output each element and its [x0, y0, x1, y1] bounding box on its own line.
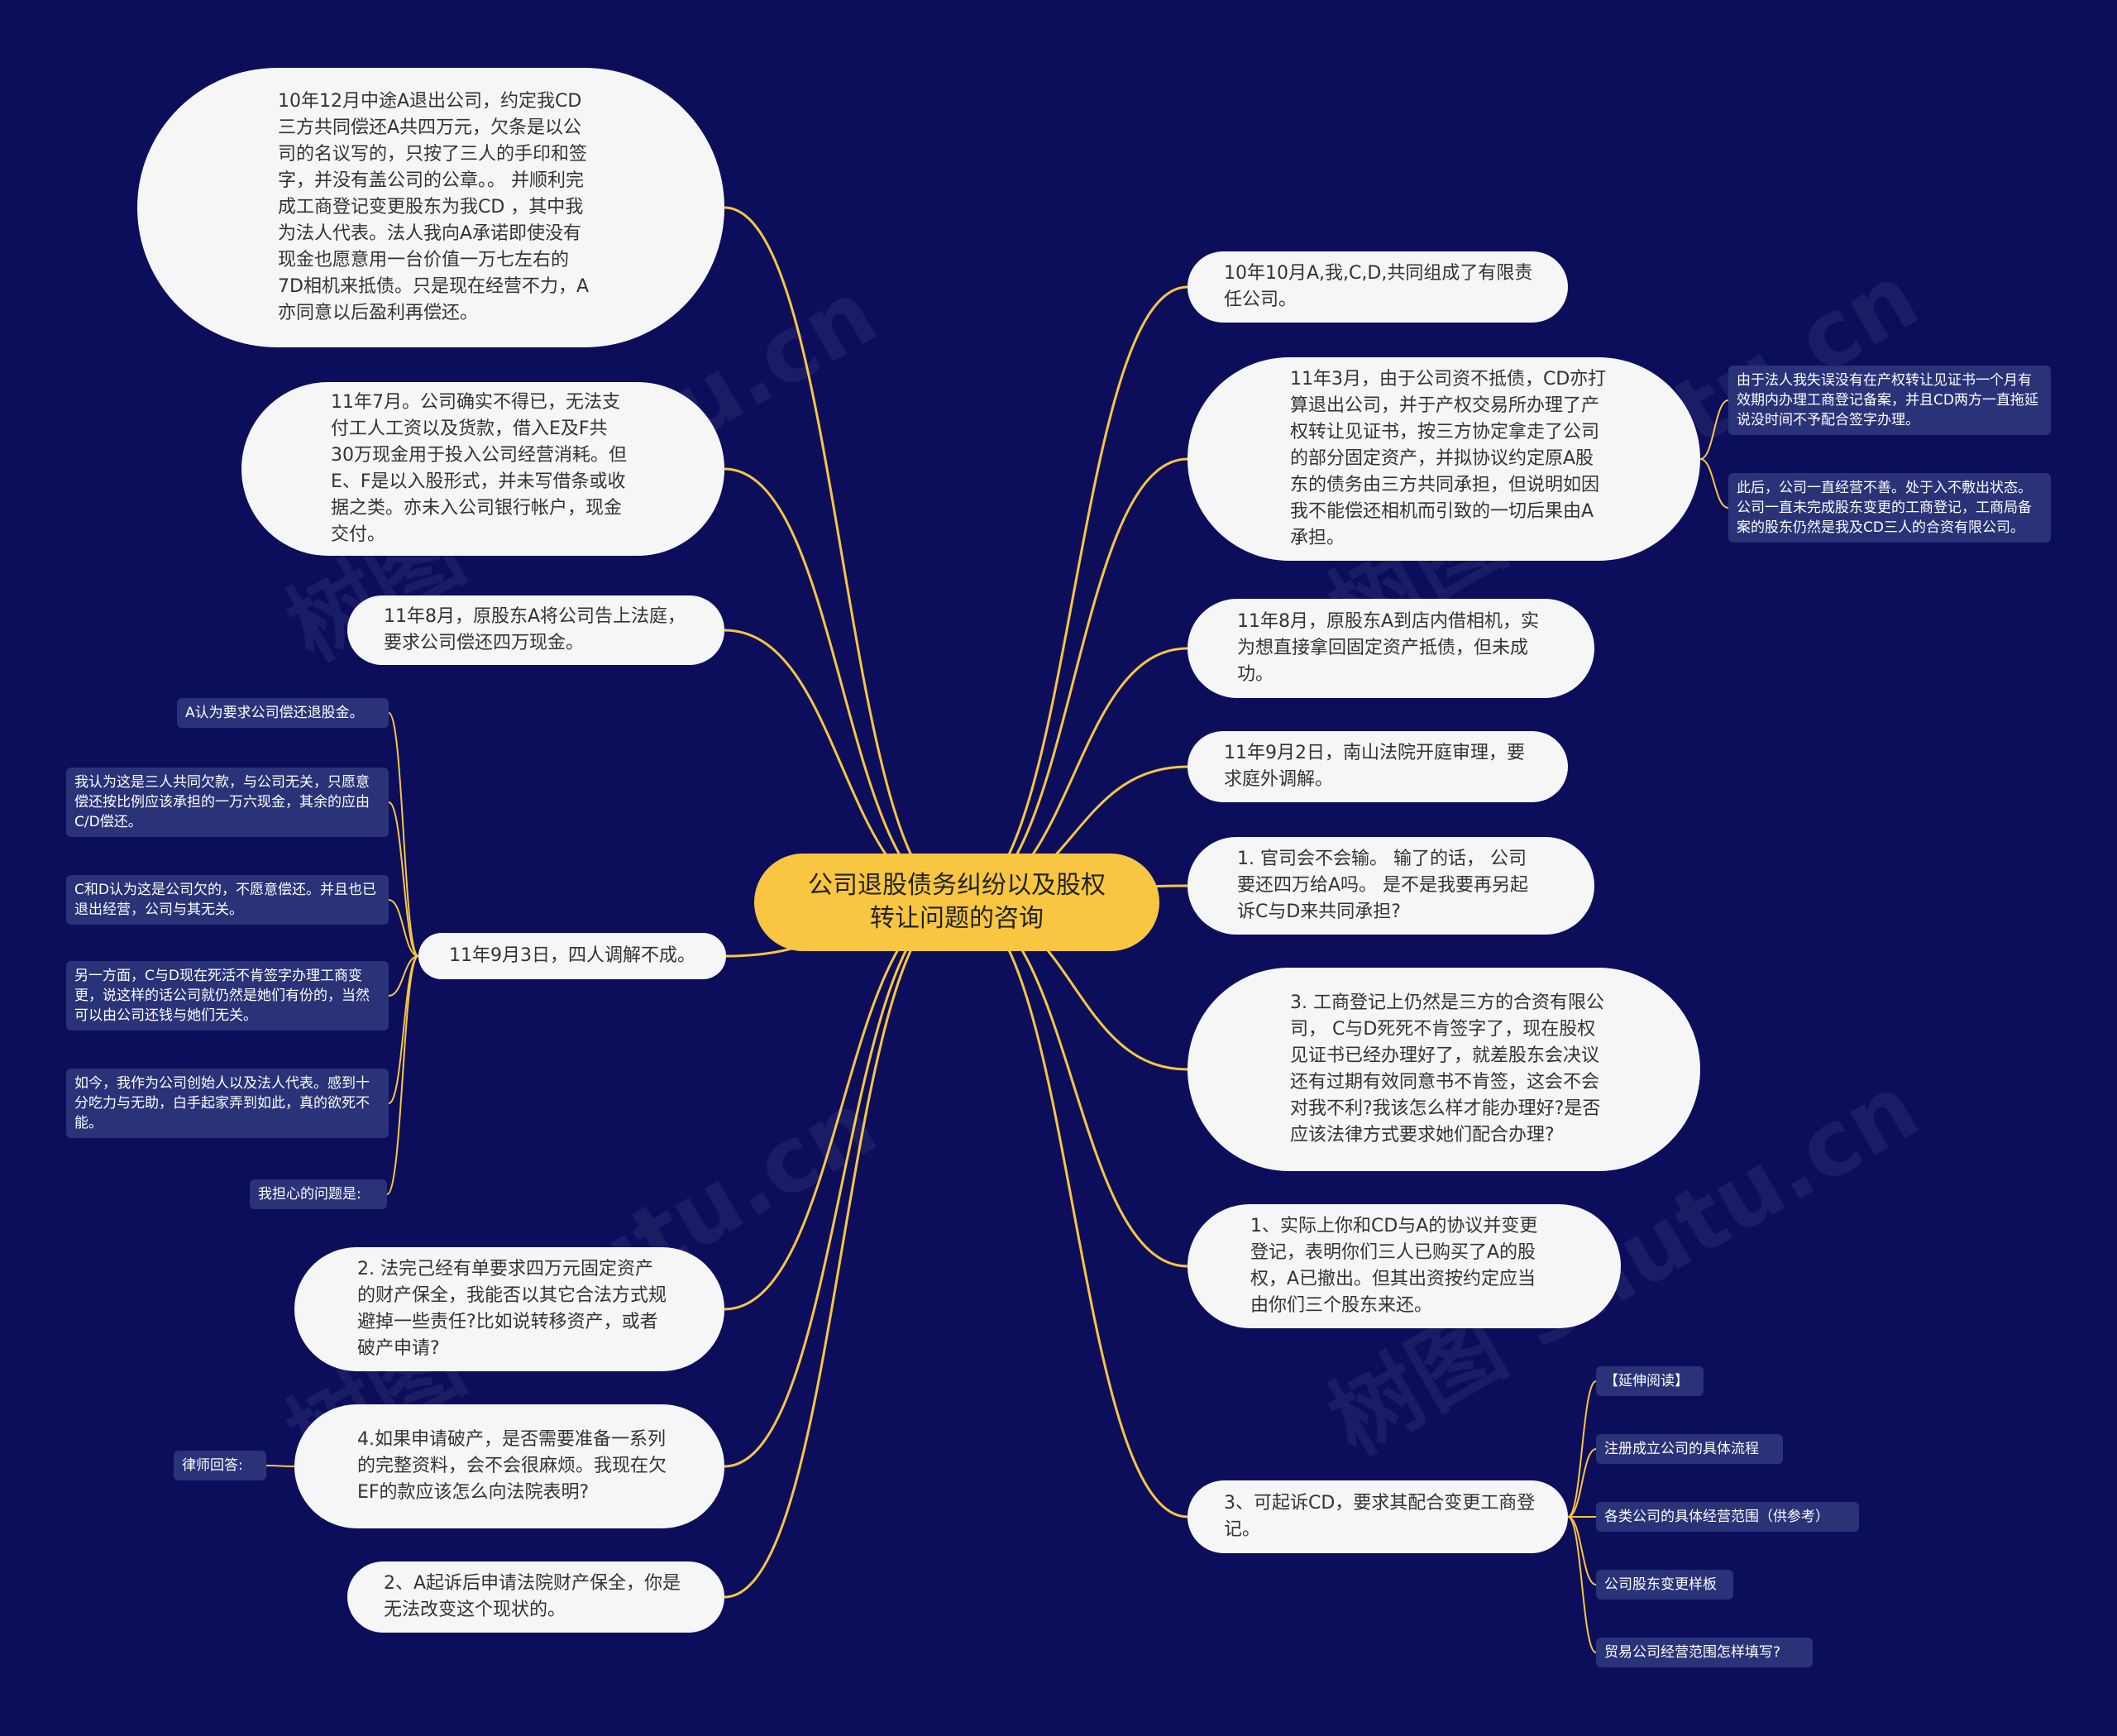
topic-text: 1、实际上你和CD与A的协议并变更登记，表明你们三人已购买了A的股权，A已撤出。…: [1250, 1216, 1538, 1316]
topic-text: 11年8月，原股东A将公司告上法庭，要求公司偿还四万现金。: [384, 606, 686, 653]
connector-line: [958, 285, 1188, 904]
connector-line: [1699, 458, 1729, 509]
topic-text: 2、A起诉后申请法院财产保全，你是无法改变这个现状的。: [384, 1573, 681, 1620]
note-item[interactable]: 各类公司的具体经营范围（供参考）: [1596, 1502, 1859, 1532]
topic-text: 11年9月3日，四人调解不成。: [449, 945, 695, 966]
topic-node[interactable]: 10年10月A,我,C,D,共同组成了有限责任公司。: [1188, 251, 1568, 323]
note-item[interactable]: 另一方面，C与D现在死活不肯签字办理工商变更，说这样的话公司就仍然是她们有份的，…: [66, 961, 389, 1031]
topic-text: 11年9月2日，南山法院开庭审理，要求庭外调解。: [1224, 743, 1525, 790]
topic-text: 1. 官司会不会输。 输了的话， 公司要还四万给A吗。 是不是我要再另起诉C与D…: [1237, 849, 1529, 922]
note-item[interactable]: 【延伸阅读】: [1596, 1366, 1704, 1396]
note-item[interactable]: C和D认为这是公司欠的，不愿意偿还。并且也已退出经营，公司与其无关。: [66, 875, 389, 925]
connector-line: [388, 712, 419, 957]
root-topic[interactable]: 公司退股债务纠纷以及股权转让问题的咨询: [754, 854, 1159, 951]
note-item[interactable]: A认为要求公司偿还退股金。: [177, 698, 389, 728]
topic-text: 2. 法完己经有单要求四万元固定资产的财产保全，我能否以其它合法方式规避掉一些责…: [357, 1259, 667, 1359]
topic-text: 11年8月，原股东A到店内借相机，实为想直接拿回固定资产抵债，但未成功。: [1237, 611, 1540, 685]
connector-line: [1567, 1516, 1597, 1585]
topic-node[interactable]: 2. 法完己经有单要求四万元固定资产的财产保全，我能否以其它合法方式规避掉一些责…: [294, 1247, 724, 1371]
connector-line: [1567, 1516, 1597, 1653]
connector-line: [388, 801, 419, 957]
topic-node[interactable]: 11年3月，由于公司资不抵债，CD亦打算退出公司，并于产权交易所办理了产权转让见…: [1188, 357, 1700, 561]
connector-line: [1567, 1448, 1597, 1518]
topic-text: 10年12月中途A退出公司，约定我CD三方共同偿还A共四万元，欠条是以公司的名议…: [278, 91, 589, 323]
connector-line: [388, 899, 419, 957]
topic-node[interactable]: 11年9月2日，南山法院开庭审理，要求庭外调解。: [1188, 731, 1568, 802]
topic-node[interactable]: 1、实际上你和CD与A的协议并变更登记，表明你们三人已购买了A的股权，A已撤出。…: [1188, 1204, 1621, 1328]
topic-text: 10年10月A,我,C,D,共同组成了有限责任公司。: [1224, 263, 1533, 310]
note-item[interactable]: 注册成立公司的具体流程: [1596, 1434, 1783, 1464]
note-item[interactable]: 由于法人我失误没有在产权转让见证书一个月有效期内办理工商登记备案，并且CD两方一…: [1728, 366, 2051, 435]
note-item[interactable]: 我认为这是三人共同欠款，与公司无关，只愿意偿还按比例应该承担的一万六现金，其余的…: [66, 768, 389, 837]
connector-line: [724, 901, 960, 1599]
topic-text: 4.如果申请破产，是否需要准备一系列的完整资料，会不会很麻烦。我现在欠EF的款应…: [357, 1429, 667, 1503]
note-item[interactable]: 贸易公司经营范围怎样填写?: [1596, 1638, 1813, 1667]
topic-text: 11年7月。公司确实不得已，无法支付工人工资以及货款，借入E及F共30万现金用于…: [331, 392, 627, 545]
connector-line: [1699, 399, 1729, 460]
topic-text: 3. 工商登记上仍然是三方的合资有限公司， C与D死死不肯签字了，现在股权见证书…: [1290, 992, 1604, 1145]
topic-node[interactable]: 11年8月，原股东A到店内借相机，实为想直接拿回固定资产抵债，但未成功。: [1188, 599, 1594, 698]
connector-line: [1567, 1380, 1597, 1518]
topic-node[interactable]: 3. 工商登记上仍然是三方的合资有限公司， C与D死死不肯签字了，现在股权见证书…: [1188, 968, 1700, 1171]
note-item[interactable]: 公司股东变更样板: [1596, 1570, 1733, 1600]
note-item[interactable]: 如今，我作为公司创始人以及法人代表。感到十分吃力与无助，白手起家弄到如此，真的欲…: [66, 1069, 389, 1138]
topic-node[interactable]: 11年7月。公司确实不得已，无法支付工人工资以及货款，借入E及F共30万现金用于…: [241, 382, 724, 556]
topic-node[interactable]: 4.如果申请破产，是否需要准备一系列的完整资料，会不会很麻烦。我现在欠EF的款应…: [294, 1404, 724, 1528]
note-item[interactable]: 此后，公司一直经营不善。处于入不敷出状态。公司一直未完成股东变更的工商登记，工商…: [1728, 473, 2051, 543]
topic-node[interactable]: 1. 官司会不会输。 输了的话， 公司要还四万给A吗。 是不是我要再另起诉C与D…: [1188, 837, 1594, 935]
connector-line: [958, 901, 1188, 1518]
topic-node[interactable]: 11年8月，原股东A将公司告上法庭，要求公司偿还四万现金。: [347, 595, 724, 665]
topic-node[interactable]: 11年9月3日，四人调解不成。: [418, 933, 726, 979]
note-item[interactable]: 律师回答:: [174, 1451, 266, 1480]
topic-text: 11年3月，由于公司资不抵债，CD亦打算退出公司，并于产权交易所办理了产权转让见…: [1290, 369, 1607, 548]
connector-line: [388, 955, 419, 997]
topic-text: 3、可起诉CD，要求其配合变更工商登记。: [1224, 1493, 1536, 1540]
topic-node[interactable]: 3、可起诉CD，要求其配合变更工商登记。: [1188, 1480, 1568, 1553]
topic-node[interactable]: 10年12月中途A退出公司，约定我CD三方共同偿还A共四万元，欠条是以公司的名议…: [137, 68, 724, 347]
topic-node[interactable]: 2、A起诉后申请法院财产保全，你是无法改变这个现状的。: [347, 1561, 724, 1633]
connector-line: [386, 955, 419, 1195]
connector-line: [724, 467, 960, 904]
note-item[interactable]: 我担心的问题是:: [250, 1179, 387, 1209]
